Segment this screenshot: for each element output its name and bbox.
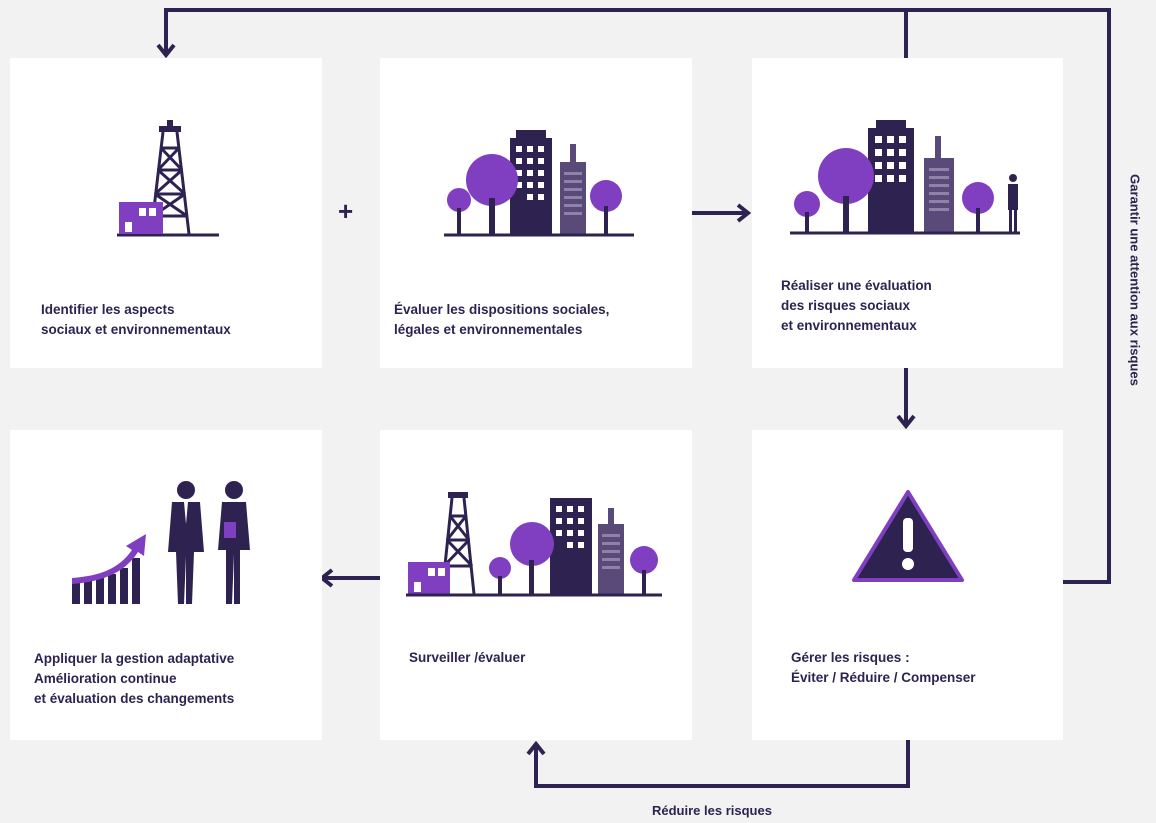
side-loop-label: Garantir une attention aux risques (1127, 174, 1143, 386)
step-card-identify: Identifier les aspects sociaux et enviro… (10, 58, 322, 368)
step-label-manage: Gérer les risques : Éviter / Réduire / C… (791, 650, 976, 685)
oil-derrick-icon (117, 120, 219, 237)
side-loop-line (906, 8, 1111, 584)
step-card-monitor: Surveiller /évaluer (380, 430, 692, 740)
step-label-assess: Réaliser une évaluation des risques soci… (781, 278, 932, 333)
step-card-evaluate: Évaluer les dispositions sociales, légal… (380, 58, 692, 368)
bottom-loop-label: Réduire les risques (652, 803, 772, 818)
step-label-monitor: Surveiller /évaluer (409, 650, 526, 665)
bottom-loop-arrow (534, 740, 910, 788)
step-card-manage: Gérer les risques : Éviter / Réduire / C… (752, 430, 1063, 740)
step-label-identify: Identifier les aspects sociaux et enviro… (41, 302, 231, 337)
city-person-icon (790, 120, 1020, 235)
top-loop-arrow (164, 8, 908, 58)
step-card-assess: Réaliser une évaluation des risques soci… (752, 58, 1063, 368)
step-card-adaptive: Appliquer la gestion adaptative Améliora… (10, 430, 322, 740)
step-label-adaptive: Appliquer la gestion adaptative Améliora… (34, 651, 235, 706)
step-label-evaluate: Évaluer les dispositions sociales, légal… (394, 302, 610, 337)
growth-chart-people-icon (72, 481, 250, 604)
warning-triangle-icon (852, 490, 964, 582)
city-trees-icon (444, 130, 634, 237)
plus-symbol: + (338, 196, 354, 226)
derrick-city-icon (406, 492, 662, 597)
